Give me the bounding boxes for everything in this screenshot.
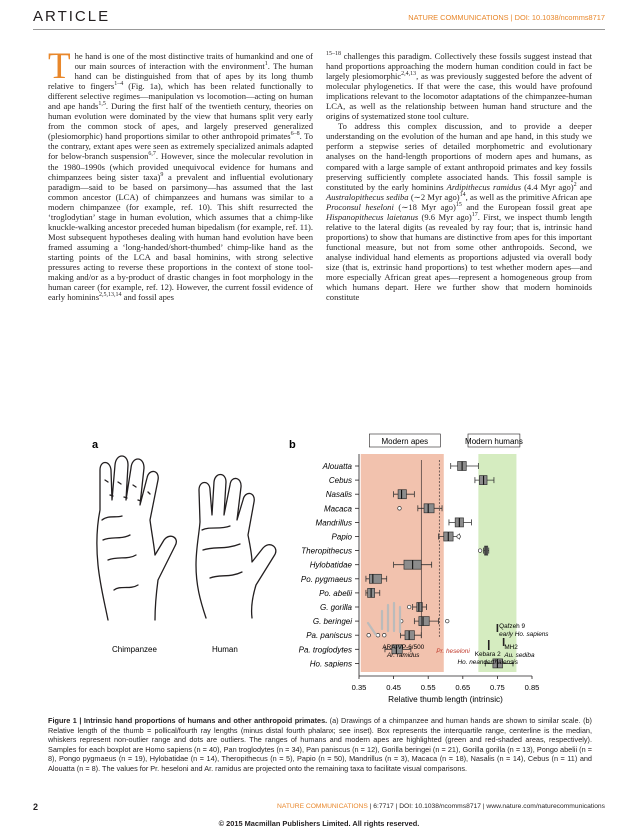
inset-hand-bone xyxy=(366,621,378,637)
band-label: Modern humans xyxy=(465,437,523,446)
study-paragraph: To address this complex discussion, and … xyxy=(326,121,592,303)
taxon-label: Pa. troglodytes xyxy=(299,645,352,654)
outlier-dot xyxy=(366,633,371,638)
drop-cap: T xyxy=(48,46,71,87)
fossil-sublabel: Ar. ramidus xyxy=(386,652,420,659)
x-tick-label: 0.55 xyxy=(421,683,436,692)
box xyxy=(397,489,407,500)
fossil-sublabel: Au. sediba xyxy=(503,652,535,659)
band-modern-humans xyxy=(478,454,517,672)
outlier-dot xyxy=(456,534,461,539)
caption-text: (a) Drawings of a chimpanzee and human h… xyxy=(48,716,592,773)
taxon-label: Alouatta xyxy=(322,462,353,471)
panel-a-label: a xyxy=(92,439,99,451)
box xyxy=(423,503,435,514)
fossil-label: Qafzeh 9 xyxy=(499,623,525,630)
x-tick-label: 0.75 xyxy=(490,683,505,692)
taxon-label: Pa. paniscus xyxy=(306,631,352,640)
chimpanzee-label: Chimpanzee xyxy=(112,645,157,654)
outlier-dot xyxy=(445,618,450,624)
header-rule xyxy=(33,29,605,30)
taxon-label: Papio xyxy=(332,533,353,542)
x-tick-label: 0.35 xyxy=(352,683,367,692)
x-tick-label: 0.85 xyxy=(525,683,540,692)
figure-1: a b Chimpanzee Human Modern apes Modern h… xyxy=(92,433,549,704)
taxon-label: Ho. sapiens xyxy=(310,659,352,668)
page-number: 2 xyxy=(33,802,39,812)
chimpanzee-hand-drawing xyxy=(96,455,177,621)
taxon-label: G. beringei xyxy=(313,617,352,626)
taxon-label: Theropithecus xyxy=(301,547,352,556)
copyright-notice: © 2015 Macmillan Publishers Limited. All… xyxy=(218,819,420,828)
fossil-label: ARA-VP-6/500 xyxy=(382,644,424,651)
band-label: Modern apes xyxy=(381,437,428,446)
box xyxy=(391,644,403,655)
human-hand-drawing xyxy=(195,473,277,619)
taxon-label: Mandrillus xyxy=(316,518,352,527)
taxon-label: Po. pygmaeus xyxy=(301,575,352,584)
band-label-box xyxy=(467,433,521,448)
band-label-box xyxy=(369,433,441,448)
human-label: Human xyxy=(212,645,238,654)
fossil-label: MH2 xyxy=(504,644,518,651)
outlier-dot xyxy=(397,506,402,511)
taxon-label: Cebus xyxy=(329,476,352,485)
panel-b-label: b xyxy=(289,439,296,451)
fossil-label: Kebara 2 xyxy=(475,651,501,658)
x-axis-title: Relative thumb length (intrinsic) xyxy=(388,695,503,704)
box xyxy=(416,602,423,612)
box xyxy=(418,616,430,626)
body-column-right: 15–18 challenges this paradigm. Collecti… xyxy=(326,51,592,302)
taxon-label: Hylobatidae xyxy=(310,561,353,570)
article-label: ARTICLE xyxy=(33,8,111,25)
fossil-sublabel: Ho. neanderthalensis xyxy=(458,659,519,666)
caption-title: Figure 1 | Intrinsic hand proportions of… xyxy=(48,716,328,725)
intro-paragraph-continued: 15–18 challenges this paradigm. Collecti… xyxy=(326,51,592,122)
taxon-label: Po. abelii xyxy=(319,589,352,598)
taxon-label: Nasalis xyxy=(326,490,352,499)
box xyxy=(369,573,382,584)
figure-caption: Figure 1 | Intrinsic hand proportions of… xyxy=(48,716,592,774)
taxon-label: G. gorilla xyxy=(320,603,353,612)
footer-citation[interactable]: NATURE COMMUNICATIONS | 6:7717 | DOI: 10… xyxy=(277,803,605,810)
outlier-dot xyxy=(382,633,387,638)
journal-doi-header[interactable]: NATURE COMMUNICATIONS | DOI: 10.1038/nco… xyxy=(408,13,605,22)
outlier-dot xyxy=(407,604,412,610)
boxplot-chart: Modern apes Modern humans 0.35 0.45 0.55 0.65… xyxy=(299,433,549,704)
x-tick-label: 0.45 xyxy=(386,683,401,692)
fossil-label: Pr. heseloni xyxy=(436,648,470,655)
fossil-sublabel: early Ho. sapiens xyxy=(499,631,549,638)
taxon-label: Macaca xyxy=(324,504,353,513)
outlier-dot xyxy=(477,548,483,553)
x-tick-label: 0.65 xyxy=(455,683,470,692)
